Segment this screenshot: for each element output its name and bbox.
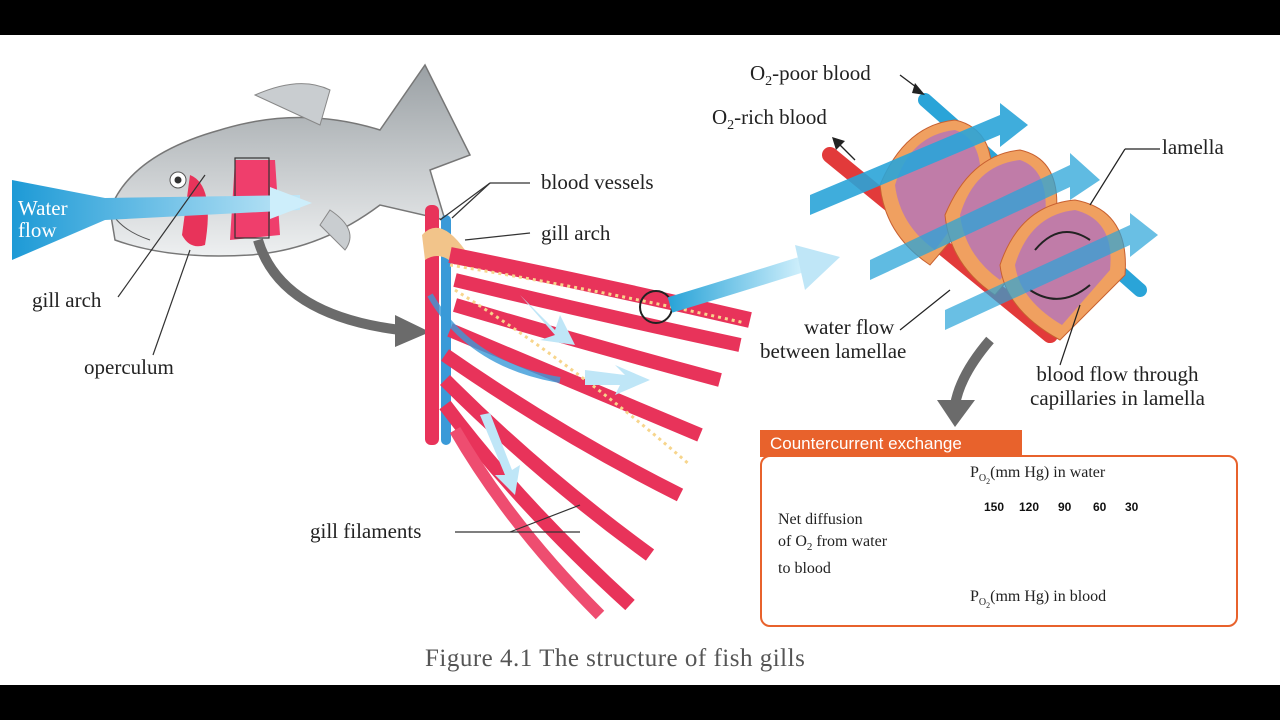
po2-water-label: PO2(mm Hg) in water xyxy=(970,464,1106,487)
countercurrent-title: Countercurrent exchange xyxy=(760,430,1022,457)
zoom-arrow-1 xyxy=(253,238,401,335)
figure-caption: Figure 4.1 The structure of fish gills xyxy=(425,645,806,672)
blood-po2-value: 20 xyxy=(1125,557,1139,571)
water-po2-value: 120 xyxy=(1019,500,1040,514)
net-diffusion-label: Net diffusion of O2 from water to blood xyxy=(778,511,888,578)
water-flow-label-line2: flow xyxy=(18,218,57,242)
gill-arch-label: gill arch xyxy=(32,288,102,312)
operculum-label: operculum xyxy=(84,355,174,379)
gill-filaments-illustration xyxy=(422,205,752,620)
gill-arch-mid-label: gill arch xyxy=(541,221,611,245)
water-po2-value: 30 xyxy=(1125,500,1139,514)
lamella-label: lamella xyxy=(1162,135,1224,159)
operculum-leader xyxy=(152,249,191,356)
water-po2-value: 60 xyxy=(1093,500,1107,514)
water-inflow-arrowhead xyxy=(270,187,312,219)
blood-po2-value: 140 xyxy=(984,557,1005,571)
blood-po2-value: 110 xyxy=(1019,557,1039,571)
blood-po2-value: 80 xyxy=(1058,557,1072,571)
o2-poor-blood-label: O2-poor blood xyxy=(750,61,871,90)
water-flow-label-line1: Water xyxy=(18,196,68,220)
diagram-canvas: Water flow gill arch operculum blood ves… xyxy=(0,35,1280,685)
blood-vessels-label: blood vessels xyxy=(541,170,654,194)
water-flow-label: Water flow xyxy=(18,197,68,241)
water-inflow-arrow xyxy=(12,180,300,260)
water-po2-value: 90 xyxy=(1058,500,1072,514)
gill-filaments-label: gill filaments xyxy=(310,519,422,543)
water-between-lamellae-label: water flow between lamellae xyxy=(760,315,907,364)
blood-flow-capillaries-label: blood flow through capillaries in lamell… xyxy=(1030,362,1205,411)
blood-po2-value: 50 xyxy=(1093,557,1107,571)
fish-illustration xyxy=(109,63,472,257)
water-po2-value: 150 xyxy=(984,500,1005,514)
zoom-arrow-1-head xyxy=(395,315,430,347)
po2-blood-label: PO2(mm Hg) in blood xyxy=(970,588,1107,611)
o2-rich-blood-label: O2-rich blood xyxy=(712,105,827,134)
gill-arch-leader xyxy=(117,174,206,298)
countercurrent-panel xyxy=(760,455,1238,627)
